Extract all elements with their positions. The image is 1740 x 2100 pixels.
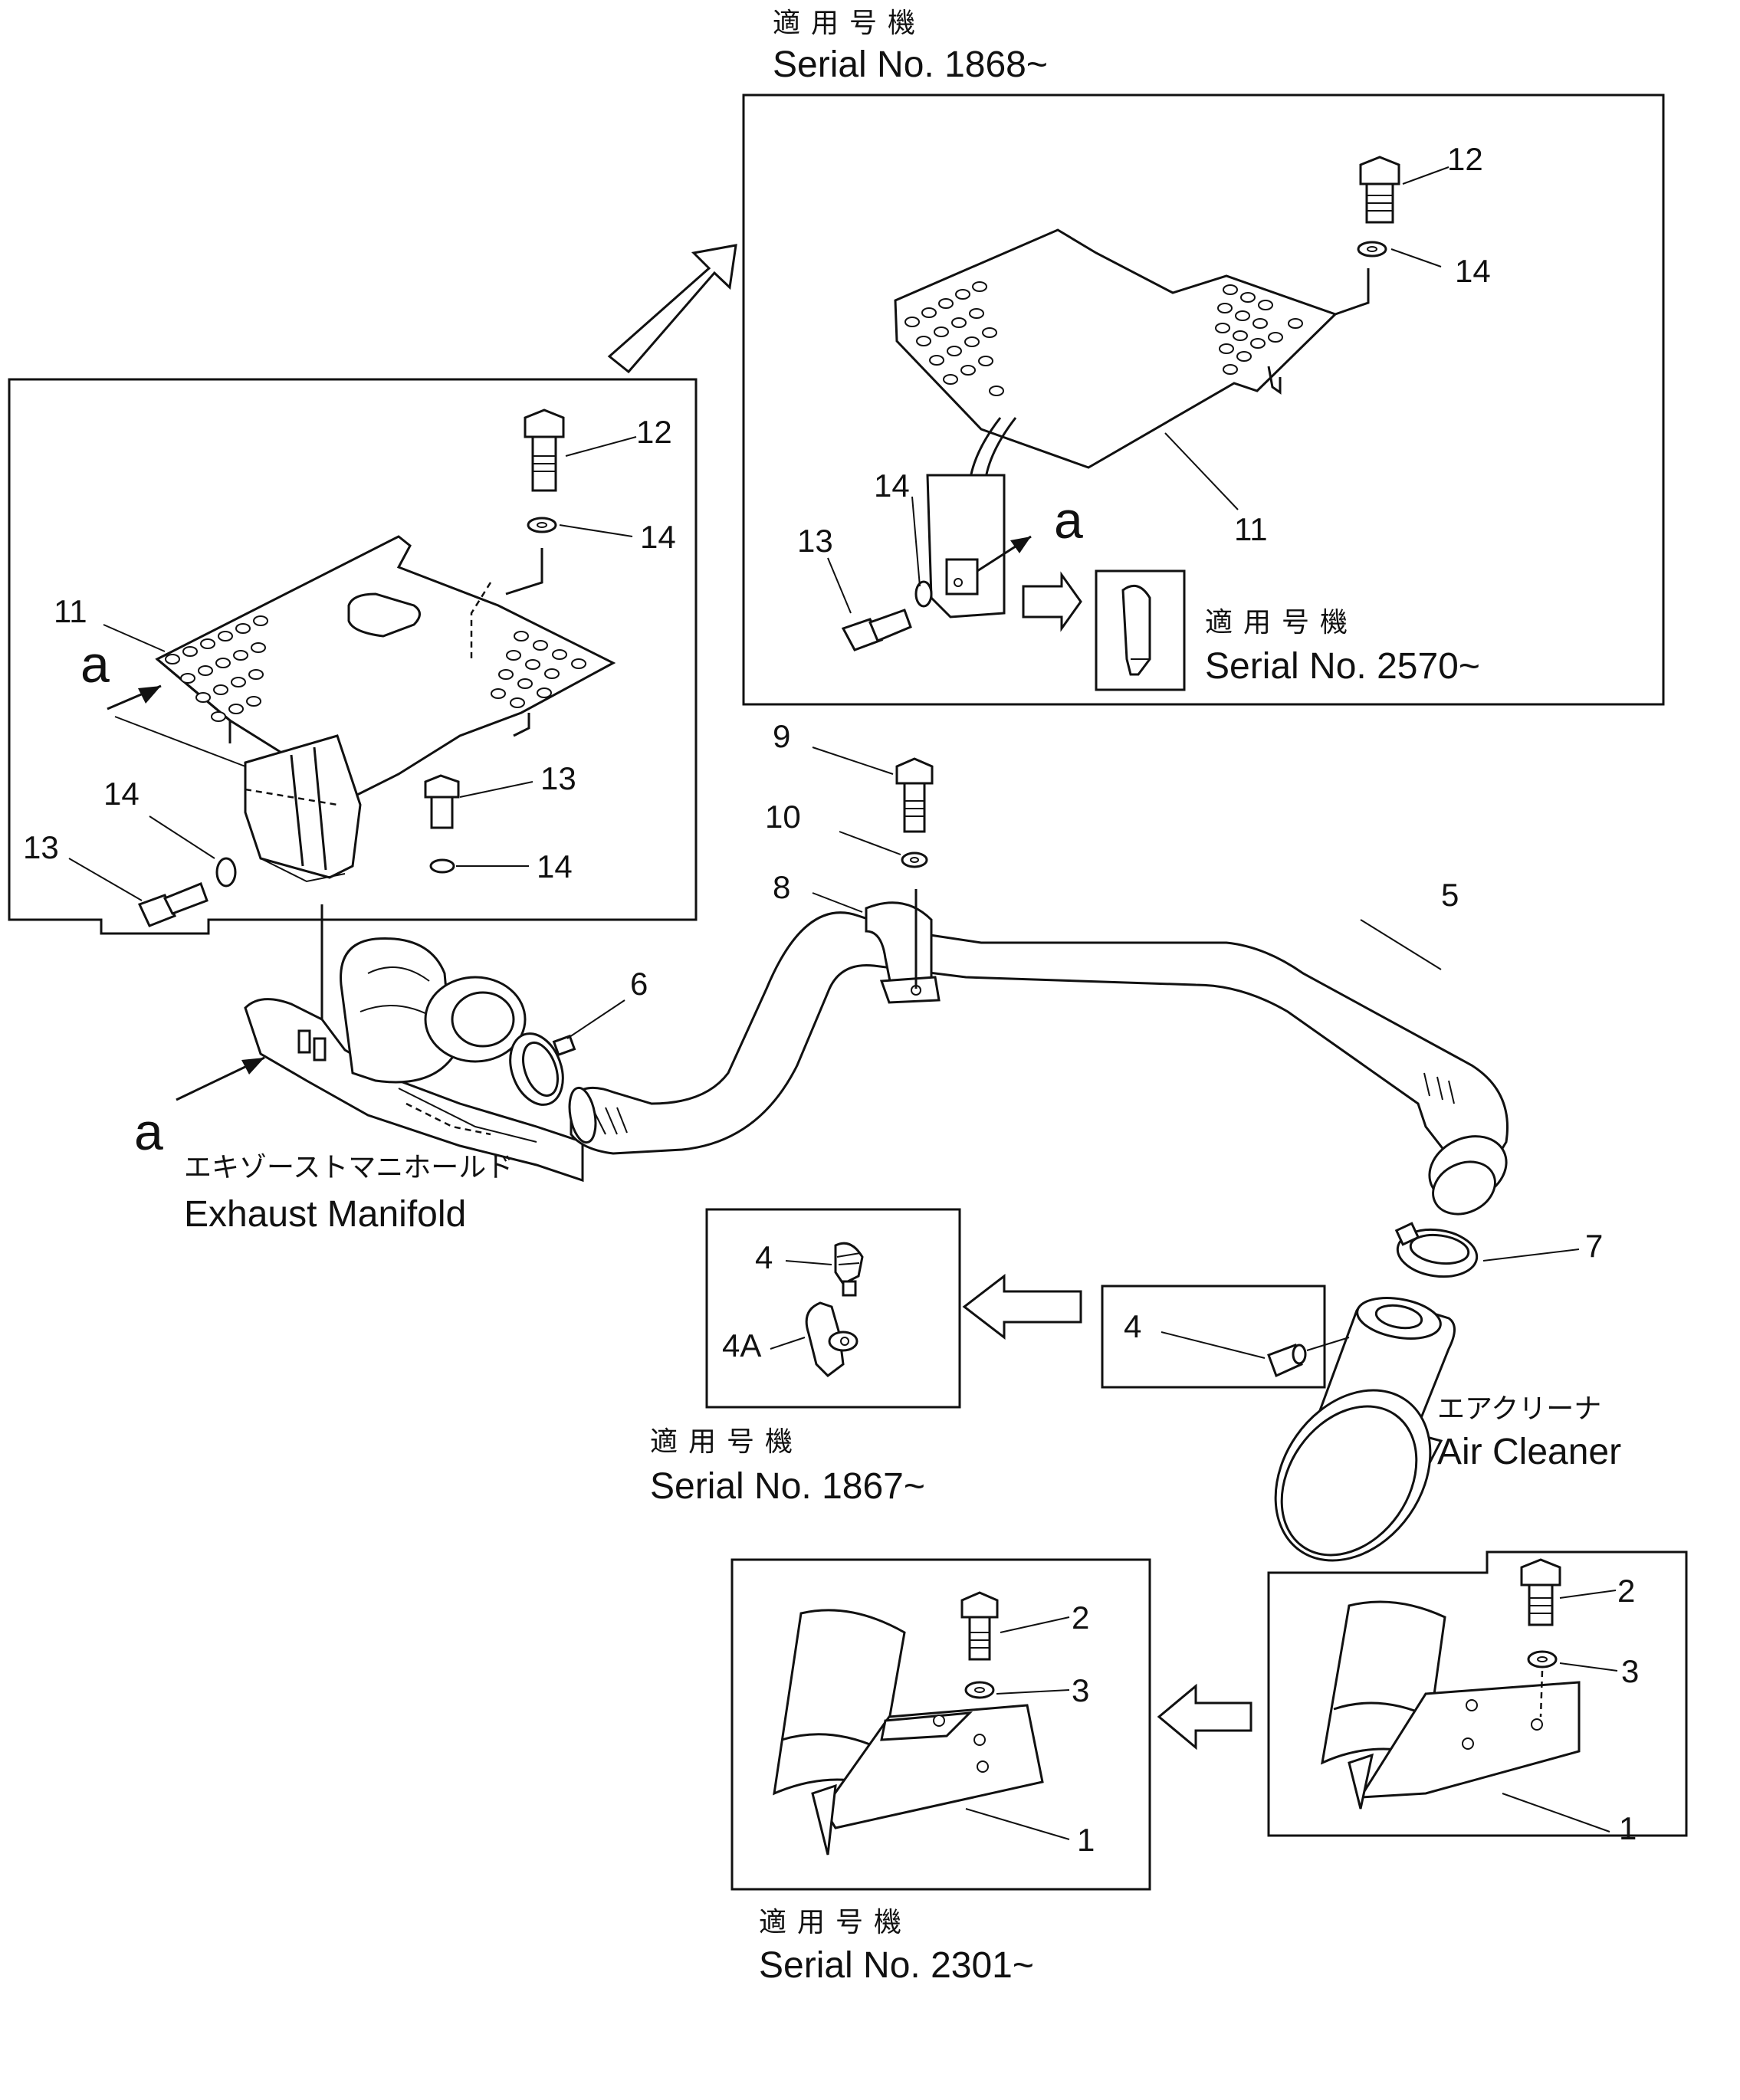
arrow-to-panel-1868 <box>607 244 737 374</box>
part-num-13-top: 13 <box>797 523 833 559</box>
bolt-2-current <box>1520 1558 1561 1626</box>
panel-2301-serial: Serial No. 2301~ <box>759 1945 1034 1986</box>
part-num-4-box: 4 <box>1124 1308 1141 1344</box>
part-num-14-left-lower: 14 <box>537 848 573 884</box>
hose-clamp-6 <box>509 1032 576 1106</box>
part-num-10: 10 <box>765 799 801 835</box>
part-num-13-left-right: 13 <box>540 760 576 796</box>
view-a-label-left: a <box>80 635 110 694</box>
exhaust-manifold-label: Exhaust Manifold <box>184 1194 466 1235</box>
washer-14-left-side <box>215 857 237 888</box>
part-num-6: 6 <box>630 966 648 1002</box>
cover-plate-11-left-holes <box>165 615 586 722</box>
box-part-4-frame <box>1101 1285 1326 1389</box>
part-num-9: 9 <box>773 718 790 754</box>
exhaust-manifold-label-jp: エキゾーストマニホールド <box>184 1151 514 1183</box>
bolt-13-left-right <box>424 774 460 829</box>
support-bracket <box>926 474 1006 619</box>
air-cleaner-assembly: エアクリーナ Air Cleaner <box>1274 1297 1621 1562</box>
cover-plate-11-left-window <box>347 592 421 638</box>
part-num-4-upright: 4 <box>755 1239 773 1275</box>
turbocharger-housing <box>340 937 454 1084</box>
panel-1868-title-jp: 適用号機 <box>773 7 926 38</box>
arrow-to-panel-1867 <box>962 1273 1082 1340</box>
panel-1868-frame <box>742 94 1665 706</box>
part-num-12-left: 12 <box>636 414 672 450</box>
part-num-13-left-left: 13 <box>23 829 59 865</box>
exhaust-manifold-assembly: a エキゾーストマニホールド Exhaust Manifold <box>134 904 584 1235</box>
panel-air-cleaner-mount-current: 2 3 1 <box>1267 1550 1688 1846</box>
washer-14-top-lower <box>914 580 933 608</box>
part-num-3-current: 3 <box>1621 1653 1639 1689</box>
cover-plate-11-top-holes <box>904 281 1303 396</box>
part-num-14-top-lower: 14 <box>874 468 910 504</box>
inset-2570-frame <box>1095 569 1186 691</box>
panel-1867-title-jp: 適用号機 <box>650 1426 803 1457</box>
part-num-14-left-top: 14 <box>640 519 676 555</box>
intake-hose-5 <box>568 911 1509 1216</box>
part-num-3-2301: 3 <box>1072 1672 1089 1708</box>
cover-tab <box>1267 366 1282 395</box>
air-cleaner-label-jp: エアクリーナ <box>1437 1393 1601 1424</box>
bolt-12-top <box>1359 156 1400 224</box>
panel-serial-2301: 2 3 1 適用号機 Serial No. 2301~ <box>730 1558 1151 1986</box>
part-num-11-left: 11 <box>54 593 87 629</box>
part-num-14-left-side: 14 <box>103 776 140 812</box>
view-a-label-manifold: a <box>134 1103 163 1161</box>
panel-1867-serial: Serial No. 1867~ <box>650 1466 925 1507</box>
air-cleaner-label: Air Cleaner <box>1437 1432 1621 1472</box>
indicator-4a-elbow <box>805 1301 859 1377</box>
bolt-13-top <box>841 609 912 651</box>
box-part-4-current: 4 <box>1101 1285 1350 1389</box>
panel-serial-1868: 適用号機 Serial No. 1868~ <box>742 7 1665 706</box>
indicator-4-upright <box>834 1242 864 1297</box>
panel-1867-frame <box>705 1208 961 1409</box>
bolt-12-left <box>524 409 565 492</box>
part-num-1-current: 1 <box>1619 1810 1637 1846</box>
part-num-8: 8 <box>773 869 790 905</box>
inset-2570-title-jp: 適用号機 <box>1205 606 1358 638</box>
view-a-label-top: a <box>1054 491 1083 550</box>
bolt-9 <box>895 757 934 833</box>
panel-2301-title-jp: 適用号機 <box>759 1906 912 1938</box>
part-num-2-2301: 2 <box>1072 1600 1089 1636</box>
part-num-5: 5 <box>1441 877 1459 913</box>
bolt-13-left-left <box>137 882 208 927</box>
inset-2570-serial: Serial No. 2570~ <box>1205 646 1480 687</box>
part-num-14-top: 14 <box>1455 253 1491 289</box>
arrow-to-inset-2570 <box>1022 571 1082 632</box>
part-num-2-current: 2 <box>1617 1573 1635 1609</box>
panel-left-cover: a 12 14 11 13 14 14 13 <box>8 378 698 935</box>
part-num-1-2301: 1 <box>1077 1822 1095 1858</box>
panel-1868-serial: Serial No. 1868~ <box>773 44 1048 85</box>
panel-mount-current-frame <box>1267 1550 1688 1837</box>
mounting-bracket-left <box>244 734 362 879</box>
panel-2301-frame <box>730 1558 1151 1891</box>
part-num-12-top: 12 <box>1447 141 1483 177</box>
panel-left-frame <box>8 378 698 935</box>
cover-plate-11-top <box>894 228 1338 469</box>
part-num-4a: 4A <box>722 1327 761 1363</box>
exhaust-manifold-body <box>244 998 584 1183</box>
part-num-11-top: 11 <box>1234 511 1268 547</box>
panel-serial-1867: 4 4A 適用号機 Serial No. 1867~ <box>650 1208 961 1507</box>
arrow-to-panel-2301 <box>1157 1683 1252 1751</box>
washer-14-left-lower <box>429 858 455 874</box>
bolt-2-2301 <box>960 1591 999 1661</box>
hose-clamp-7 <box>1394 1222 1479 1278</box>
part-num-7: 7 <box>1585 1228 1603 1264</box>
